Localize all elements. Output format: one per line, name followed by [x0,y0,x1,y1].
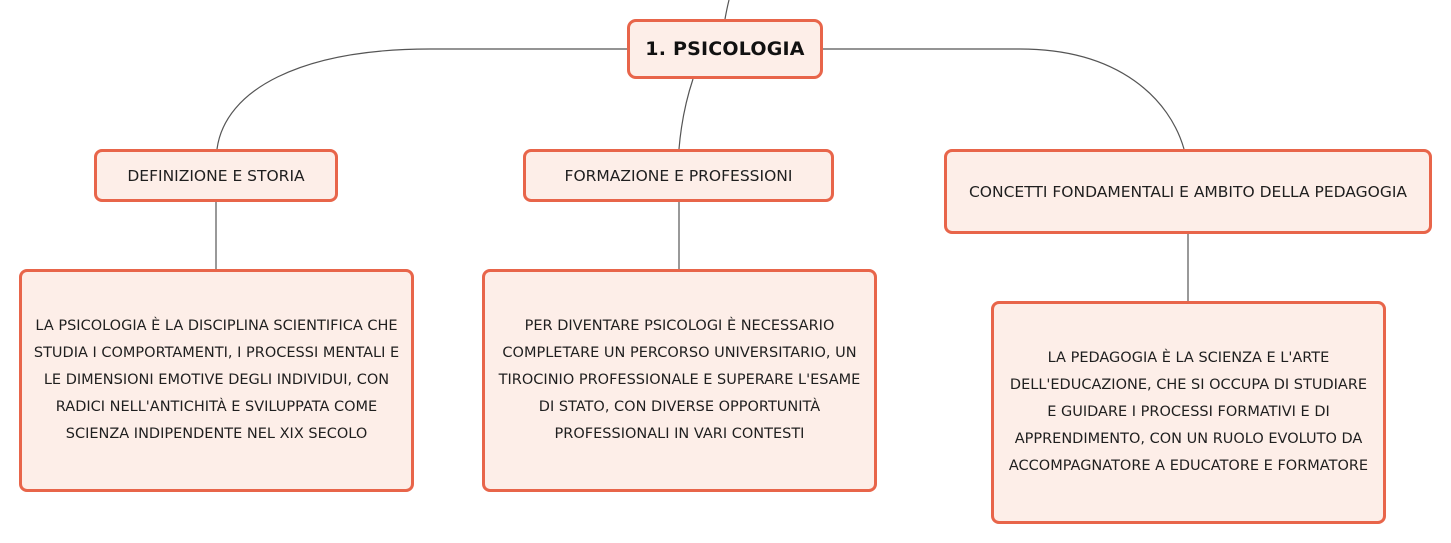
connector-root-to-branch-1 [216,48,627,150]
connector-root-to-branch-2 [678,78,694,150]
parent-connector [724,0,730,20]
topic-node-label: DEFINIZIONE E STORIA [127,166,305,185]
topic-node-label: CONCETTI FONDAMENTALI E AMBITO DELLA PED… [968,182,1408,201]
topic-node-definizione-e-storia[interactable]: DEFINIZIONE E STORIA [94,149,338,202]
topic-node-formazione-e-professioni[interactable]: FORMAZIONE E PROFESSIONI [523,149,834,202]
detail-node-text: PER DIVENTARE PSICOLOGI È NECESSARIO COM… [498,318,861,442]
root-node-psicologia[interactable]: 1. PSICOLOGIA [627,19,823,79]
root-node-label: 1. PSICOLOGIA [645,38,805,60]
detail-node-text: LA PSICOLOGIA È LA DISCIPLINA SCIENTIFIC… [33,318,400,442]
detail-node-formazione-e-professioni[interactable]: PER DIVENTARE PSICOLOGI È NECESSARIO COM… [482,269,877,492]
connector-root-to-branch-3 [823,48,1185,150]
topic-node-label: FORMAZIONE E PROFESSIONI [564,166,793,185]
detail-node-definizione-e-storia[interactable]: LA PSICOLOGIA È LA DISCIPLINA SCIENTIFIC… [19,269,414,492]
detail-node-pedagogia[interactable]: LA PEDAGOGIA È LA SCIENZA E L'ARTE DELL'… [991,301,1386,524]
topic-node-concetti-fondamentali[interactable]: CONCETTI FONDAMENTALI E AMBITO DELLA PED… [944,149,1432,234]
detail-node-text: LA PEDAGOGIA È LA SCIENZA E L'ARTE DELL'… [1008,350,1369,474]
